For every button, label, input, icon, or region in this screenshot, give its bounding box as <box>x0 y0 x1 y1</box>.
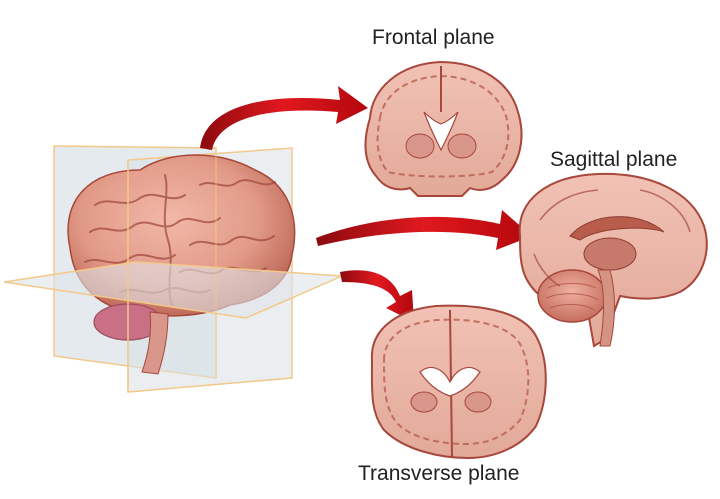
sagittal-plane-label: Sagittal plane <box>550 148 678 171</box>
curved-arrow-icon <box>200 86 532 322</box>
transverse-slice-illustration <box>370 304 547 460</box>
transverse-plane-label: Transverse plane <box>358 462 520 485</box>
frontal-plane-label: Frontal plane <box>372 26 495 49</box>
brain-with-planes <box>3 145 343 393</box>
arrow-to-sagittal <box>316 210 532 250</box>
arrow-to-transverse <box>340 270 414 322</box>
frontal-slice-illustration <box>364 60 523 197</box>
arrow-to-frontal <box>200 86 368 150</box>
sagittal-slice-illustration <box>518 172 708 348</box>
